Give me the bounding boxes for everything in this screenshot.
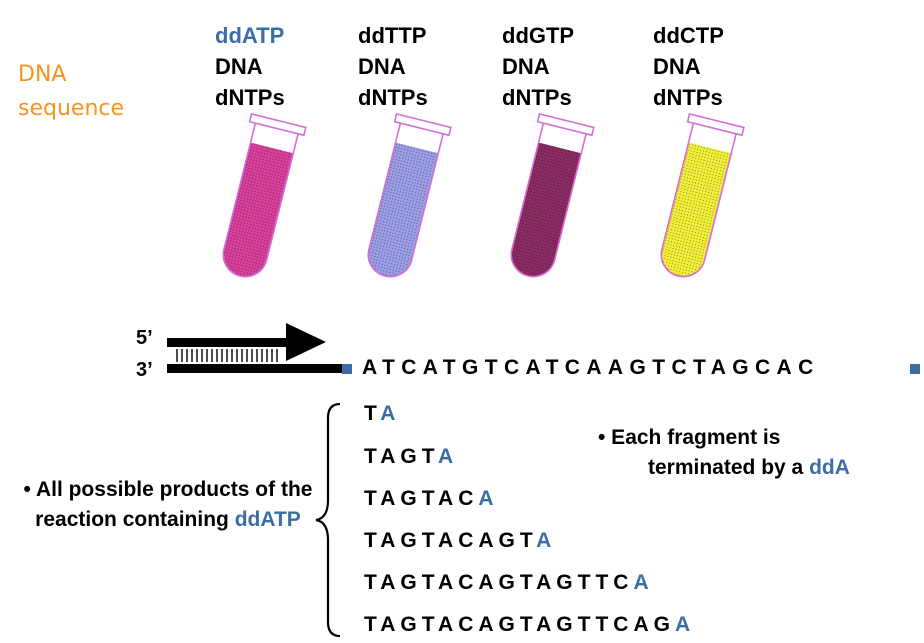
fragment-3: TAGTACA [364, 487, 499, 511]
fragment-2: TAGTA [364, 445, 458, 469]
three-prime-label: 3’ [136, 359, 153, 382]
fragment-5: TAGTACAGTAGTTCA [364, 571, 654, 595]
template-start-marker [342, 364, 352, 374]
fragment-1: TA [364, 402, 400, 426]
five-prime-label: 5’ [136, 327, 153, 350]
test-tube-ddctp [651, 114, 744, 283]
note-all-products: • All possible products of the reaction … [18, 475, 318, 535]
curly-brace [316, 404, 340, 636]
fragment-6: TAGTACAGTAGTTCAGA [364, 613, 695, 637]
note-each-fragment: • Each fragment is terminated by a ddA [598, 423, 898, 483]
base-pair-rungs [177, 349, 277, 362]
fragment-4: TAGTACAGTA [364, 529, 556, 553]
test-tube-ddatp [213, 114, 306, 283]
template-strand [167, 364, 345, 373]
test-tube-ddttp [358, 114, 451, 283]
template-sequence: ATCATGTCATCAAGTCTAGCAC [362, 356, 820, 380]
test-tube-ddgtp [501, 114, 594, 283]
template-end-marker [910, 364, 920, 374]
